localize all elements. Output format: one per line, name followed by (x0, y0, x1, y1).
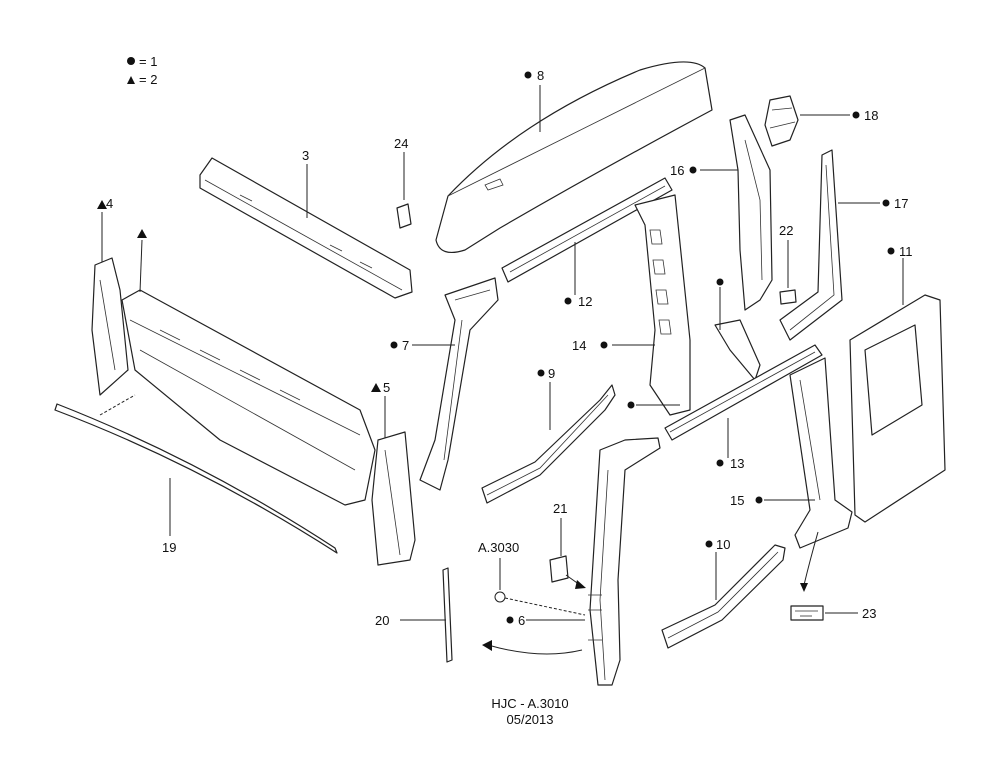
part-21-plate (549, 555, 569, 583)
callout-24: 24 (394, 136, 408, 151)
legend: = 1 = 2 (127, 54, 157, 87)
callout-18: 18 (864, 108, 878, 123)
part-20-strip (442, 567, 453, 663)
dot-symbol (127, 57, 135, 65)
arrow-icon (482, 640, 492, 651)
arrow-icon (575, 580, 586, 589)
legend-triangle-text: = 2 (139, 72, 157, 87)
drawing-date: 05/2013 (507, 712, 554, 727)
fastener-part (494, 591, 506, 603)
callout-20: 20 (375, 613, 389, 628)
part-11-side-panel (849, 294, 946, 523)
part-18-bracket (764, 95, 799, 147)
callout-23: 23 (862, 606, 876, 621)
triangle-marker (137, 229, 147, 238)
part-5-pillar-base (371, 431, 416, 566)
part-4-side-bracket (91, 257, 129, 396)
callout-7: 7 (402, 338, 409, 353)
part-13-sill-rail (664, 344, 823, 441)
callout-3: 3 (302, 148, 309, 163)
callout-4: 4 (106, 196, 113, 211)
part-10-rear-rail (661, 544, 786, 649)
part-b-pillar-lower (714, 319, 761, 381)
callout-21: 21 (553, 501, 567, 516)
part-3-cross-member (199, 157, 413, 299)
part-17-rear-pillar (779, 149, 843, 341)
callout-8: 8 (537, 68, 544, 83)
callout-6: 6 (518, 613, 525, 628)
callout-14: 14 (572, 338, 586, 353)
callout-15: 15 (730, 493, 744, 508)
callout-5: 5 (383, 380, 390, 395)
part-16-pillar-upper (729, 114, 773, 311)
legend-dot-text: = 1 (139, 54, 157, 69)
part-7-a-pillar (419, 277, 499, 491)
callout-13: 13 (730, 456, 744, 471)
callout-11: 11 (899, 244, 913, 259)
callout-12: 12 (578, 294, 592, 309)
part-6-front-pillar (588, 437, 661, 686)
part-22-plate (779, 289, 797, 305)
callout-ref-a3030: A.3030 (478, 540, 519, 555)
part-23-label (790, 605, 824, 621)
dash-panel-assembly (121, 289, 376, 506)
part-24-clip (396, 203, 412, 229)
part-12-roof-rail (501, 177, 673, 283)
part-15-rear-pillar-lower (789, 357, 853, 549)
callout-17: 17 (894, 196, 908, 211)
part-9-lower-rail (481, 384, 616, 504)
callout-9: 9 (548, 366, 555, 381)
callout-16: 16 (670, 163, 684, 178)
triangle-symbol (127, 76, 135, 84)
callout-19: 19 (162, 540, 176, 555)
part-14-center-pillar (634, 194, 691, 416)
callout-10: 10 (716, 537, 730, 552)
callout-22: 22 (779, 223, 793, 238)
part-19-seal (54, 403, 338, 554)
drawing-code: HJC - A.3010 (491, 696, 568, 711)
arrow-icon (800, 583, 808, 592)
part-8-roof-panel (435, 61, 713, 253)
